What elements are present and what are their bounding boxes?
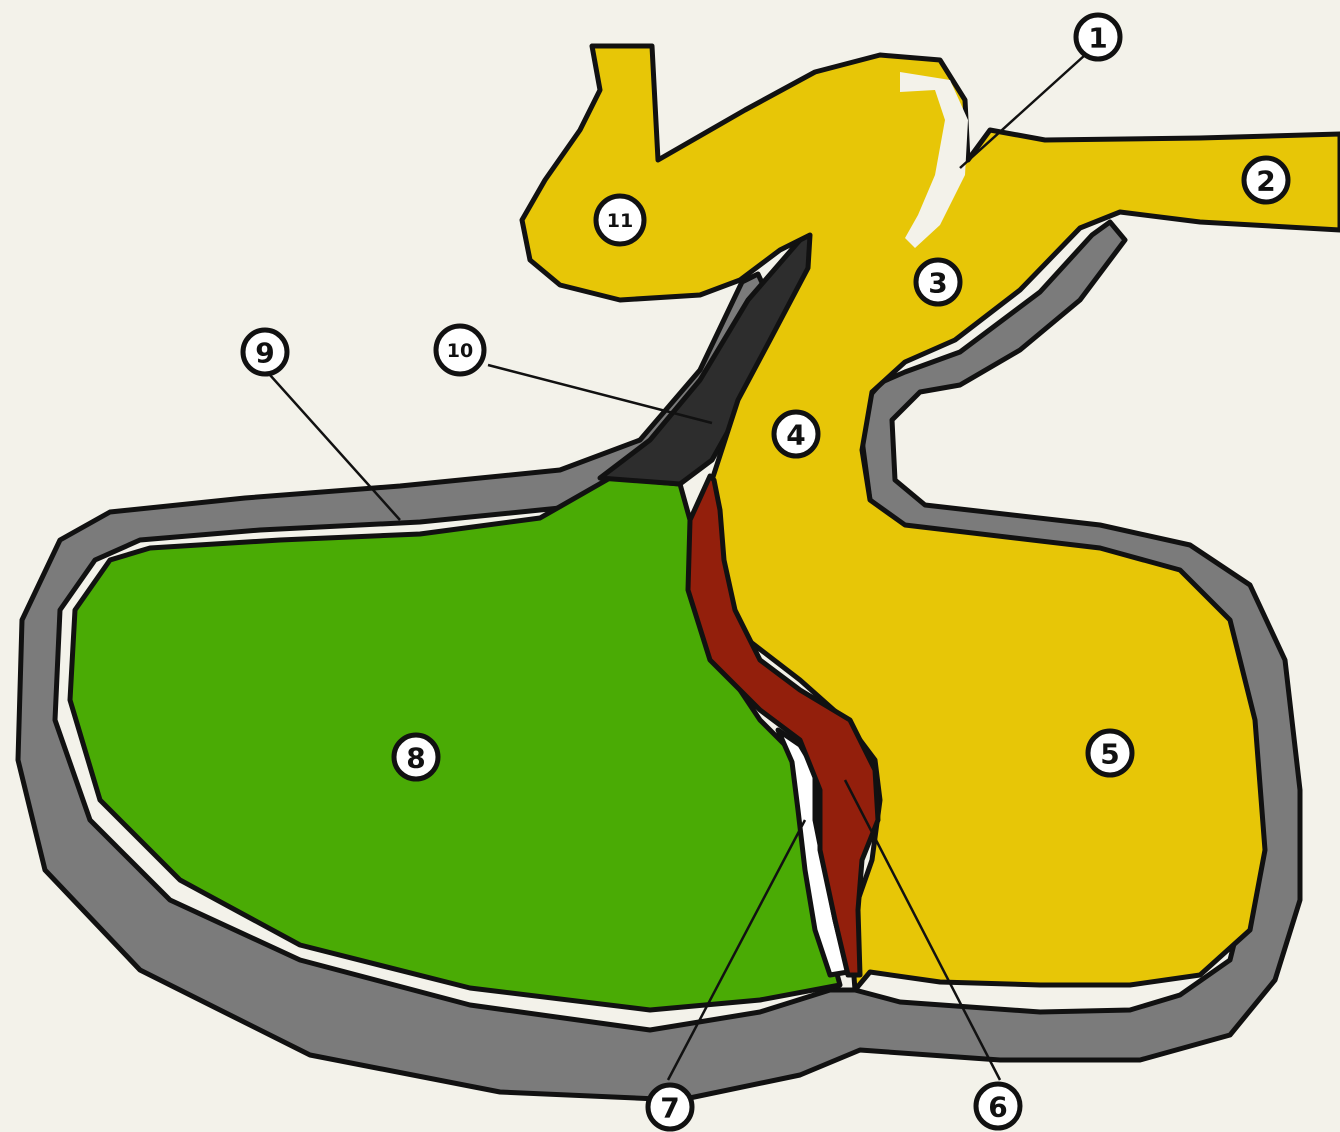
marker-label: 7 [660,1092,679,1125]
marker-9: 9 [243,330,287,374]
marker-label: 3 [928,267,947,300]
marker-10: 10 [436,326,484,374]
marker-4: 4 [774,412,818,456]
marker-6: 6 [976,1084,1020,1128]
marker-label: 9 [255,337,274,370]
marker-label: 6 [988,1091,1007,1124]
marker-label: 10 [447,340,473,362]
marker-3: 3 [916,260,960,304]
marker-7: 7 [648,1085,692,1129]
marker-1: 1 [1076,15,1120,59]
marker-label: 1 [1088,22,1107,55]
marker-5: 5 [1088,731,1132,775]
marker-11: 11 [596,196,644,244]
marker-label: 2 [1256,165,1275,198]
marker-label: 8 [406,742,425,775]
marker-label: 5 [1100,738,1119,771]
marker-label: 4 [786,419,805,452]
marker-8: 8 [394,735,438,779]
marker-label: 11 [607,210,633,232]
marker-2: 2 [1244,158,1288,202]
